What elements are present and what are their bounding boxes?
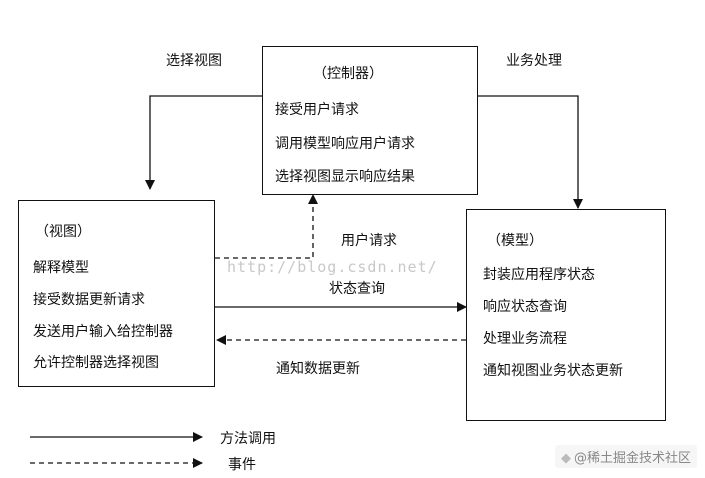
legend-method-call-label: 方法调用 bbox=[220, 431, 276, 447]
view-line: 允许控制器选择视图 bbox=[33, 355, 159, 371]
view-box: （视图） 解释模型 接受数据更新请求 发送用户输入给控制器 允许控制器选择视图 bbox=[18, 200, 215, 387]
watermark: http://blog.csdn.net/ bbox=[227, 258, 438, 276]
view-line: 发送用户输入给控制器 bbox=[33, 324, 173, 340]
state-query-label: 状态查询 bbox=[329, 281, 385, 297]
brand-text: @稀土掘金技术社区 bbox=[573, 451, 691, 466]
business-label: 业务处理 bbox=[506, 53, 562, 69]
controller-line: 接受用户请求 bbox=[275, 102, 359, 118]
controller-line: 选择视图显示响应结果 bbox=[275, 169, 415, 185]
user-request-arrow bbox=[215, 194, 318, 259]
controller-line: 调用模型响应用户请求 bbox=[275, 136, 415, 152]
model-line: 处理业务流程 bbox=[483, 331, 567, 347]
brand-watermark: ◆@稀土掘金技术社区 bbox=[554, 445, 697, 468]
select-view-label: 选择视图 bbox=[166, 53, 222, 69]
user-request-label: 用户请求 bbox=[341, 233, 397, 249]
controller-box: （控制器） 接受用户请求 调用模型响应用户请求 选择视图显示响应结果 bbox=[262, 46, 478, 195]
view-line: 接受数据更新请求 bbox=[33, 292, 145, 308]
view-title: （视图） bbox=[35, 224, 91, 240]
model-line: 响应状态查询 bbox=[483, 299, 567, 315]
model-line: 通知视图业务状态更新 bbox=[483, 363, 623, 379]
model-box: （模型） 封装应用程序状态 响应状态查询 处理业务流程 通知视图业务状态更新 bbox=[466, 209, 666, 421]
legend-event-label: 事件 bbox=[228, 457, 256, 473]
select-view-arrow bbox=[145, 95, 262, 190]
notify-update-label: 通知数据更新 bbox=[276, 361, 360, 377]
model-line: 封装应用程序状态 bbox=[483, 267, 595, 283]
juejin-logo-icon: ◆ bbox=[560, 451, 571, 466]
business-arrow bbox=[478, 95, 583, 209]
view-line: 解释模型 bbox=[33, 260, 89, 276]
controller-title: （控制器） bbox=[313, 66, 383, 82]
model-title: （模型） bbox=[487, 233, 543, 249]
